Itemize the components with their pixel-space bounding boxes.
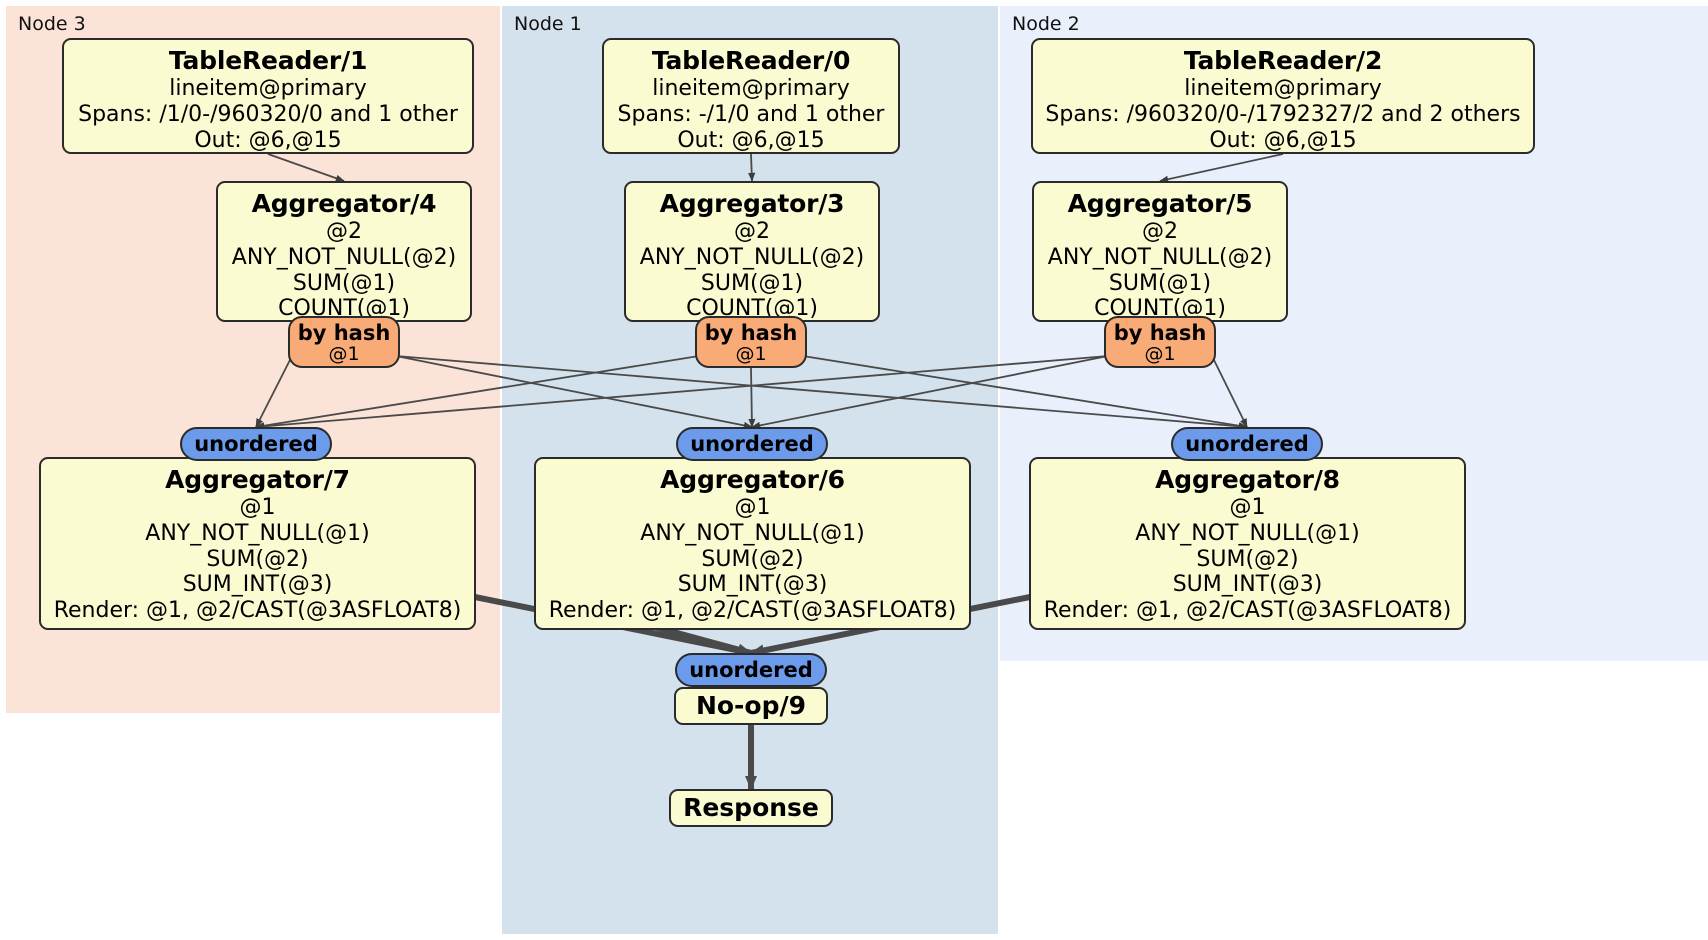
unordered-synchronizer-unordered9[interactable]: unordered — [675, 653, 827, 687]
unordered-synchronizer-unordered8[interactable]: unordered — [1171, 427, 1323, 461]
processor-detail-line: Render: @1, @2/CAST(@3ASFLOAT8) — [1043, 598, 1452, 624]
processor-detail-line: SUM_INT(@3) — [182, 572, 333, 598]
processor-detail-line: ANY_NOT_NULL(@2) — [1047, 244, 1273, 270]
node-panel-label-node1: Node 1 — [514, 13, 582, 35]
processor-detail-line: Spans: /960320/0-/1792327/2 and 2 others — [1045, 101, 1521, 127]
processor-detail-line: Out: @6,@15 — [1209, 127, 1357, 153]
processor-detail-line: SUM(@1) — [1108, 270, 1212, 296]
hash-router-label: by hash — [297, 321, 391, 345]
unordered-synchronizer-unordered6[interactable]: unordered — [676, 427, 828, 461]
processor-detail-line: SUM(@2) — [206, 546, 309, 572]
processor-detail-line: lineitem@primary — [169, 76, 367, 102]
processor-title: Aggregator/7 — [165, 465, 350, 494]
processor-detail-line: Spans: -/1/0 and 1 other — [617, 101, 885, 127]
hash-router-column: @1 — [735, 343, 767, 366]
processor-title: TableReader/0 — [651, 46, 851, 75]
hash-router-column: @1 — [1144, 343, 1176, 366]
processor-detail-line: SUM_INT(@3) — [677, 572, 828, 598]
processor-detail-line: SUM(@1) — [700, 270, 804, 296]
processor-detail-line: Render: @1, @2/CAST(@3ASFLOAT8) — [548, 598, 957, 624]
processor-detail-line: Out: @6,@15 — [194, 127, 342, 153]
processor-detail-line: ANY_NOT_NULL(@2) — [639, 244, 865, 270]
processor-title: Aggregator/3 — [659, 189, 845, 218]
processor-title: Aggregator/6 — [660, 465, 845, 494]
processor-title: TableReader/2 — [1183, 46, 1383, 75]
hash-router-hash4[interactable]: by hash@1 — [288, 316, 400, 368]
node-panel-label-node2: Node 2 — [1012, 13, 1080, 35]
hash-router-column: @1 — [328, 343, 360, 366]
processor-detail-line: Out: @6,@15 — [677, 127, 825, 153]
processor-detail-line: @2 — [1142, 219, 1178, 245]
hash-router-label: by hash — [1113, 321, 1207, 345]
processor-detail-line: lineitem@primary — [1184, 76, 1382, 102]
processor-detail-line: ANY_NOT_NULL(@1) — [1135, 520, 1360, 546]
hash-router-label: by hash — [704, 321, 798, 345]
processor-title: Aggregator/8 — [1155, 465, 1340, 494]
processor-detail-line: SUM(@2) — [1196, 546, 1299, 572]
hash-router-hash3[interactable]: by hash@1 — [695, 316, 807, 368]
unordered-synchronizer-unordered7[interactable]: unordered — [180, 427, 332, 461]
hash-router-hash5[interactable]: by hash@1 — [1104, 316, 1216, 368]
processor-detail-line: @2 — [734, 219, 770, 245]
processor-title: TableReader/1 — [168, 46, 368, 75]
processor-detail-line: lineitem@primary — [652, 76, 850, 102]
processor-detail-line: ANY_NOT_NULL(@2) — [231, 244, 457, 270]
terminal-box-response[interactable]: Response — [669, 789, 833, 827]
processor-detail-line: @2 — [326, 219, 362, 245]
processor-detail-line: @1 — [239, 495, 276, 521]
processor-detail-line: SUM(@1) — [292, 270, 396, 296]
processor-title: Aggregator/5 — [1067, 189, 1253, 218]
processor-detail-line: ANY_NOT_NULL(@1) — [640, 520, 865, 546]
terminal-box-noop9[interactable]: No-op/9 — [674, 687, 828, 725]
processor-detail-line: SUM_INT(@3) — [1172, 572, 1323, 598]
processor-detail-line: ANY_NOT_NULL(@1) — [145, 520, 370, 546]
processor-detail-line: SUM(@2) — [701, 546, 804, 572]
processor-detail-line: @1 — [734, 495, 771, 521]
node-panel-label-node3: Node 3 — [18, 13, 86, 35]
processor-detail-line: Spans: /1/0-/960320/0 and 1 other — [78, 101, 458, 127]
processor-detail-line: Render: @1, @2/CAST(@3ASFLOAT8) — [53, 598, 462, 624]
processor-title: Aggregator/4 — [251, 189, 437, 218]
processor-detail-line: @1 — [1229, 495, 1266, 521]
